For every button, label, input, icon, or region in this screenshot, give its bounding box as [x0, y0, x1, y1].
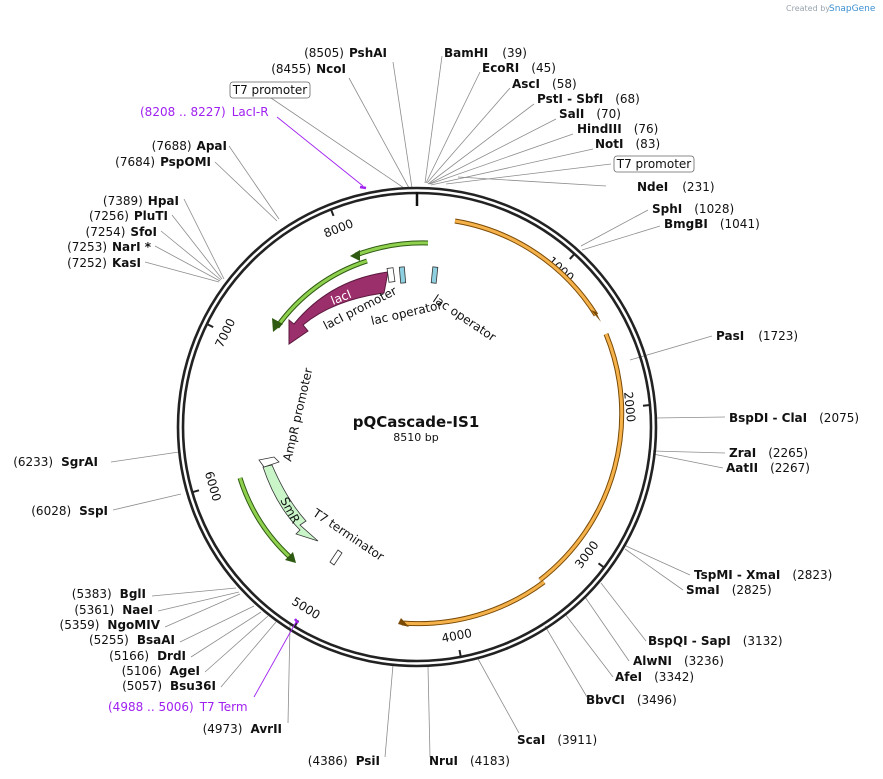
- enzyme-label-alwni[interactable]: AlwNI(3236): [633, 654, 724, 668]
- t7-terminator-glyph: [329, 549, 343, 566]
- lac-operator-label-right: lac operator: [430, 292, 498, 344]
- enzyme-label-apai[interactable]: (7688)ApaI: [152, 139, 227, 153]
- enzyme-label-ndei[interactable]: NdeI(231): [637, 180, 715, 194]
- enzyme-label-noti[interactable]: NotI(83): [595, 137, 660, 151]
- t7-promoter-label-right: T7 promoter: [616, 157, 692, 171]
- enzyme-label-avrii[interactable]: (4973)AvrII: [203, 722, 282, 736]
- tick-mark-3000: [597, 562, 605, 569]
- laci-promoter-glyph: [386, 267, 396, 283]
- enzyme-label-zrai[interactable]: ZraI(2265): [729, 446, 808, 460]
- enzyme-label-pspomi[interactable]: (7684)PspOMI: [115, 155, 211, 169]
- enzyme-label-ncoi[interactable]: (8455)NcoI: [271, 62, 346, 76]
- enzyme-label-psti-sbfi[interactable]: PstI - SbfI(68): [537, 92, 640, 106]
- ampr-promoter-label: AmpR promoter: [280, 367, 315, 463]
- enzyme-label-pluti[interactable]: (7256)PluTI: [89, 209, 168, 223]
- enzyme-label-tspmi-xmai[interactable]: TspMI - XmaI(2823): [694, 568, 832, 582]
- orange-feature-arc-edge-2: [538, 333, 625, 582]
- enzyme-label-naei[interactable]: (5361)NaeI: [74, 603, 153, 617]
- enzyme-label-bgli[interactable]: (5383)BglI: [72, 587, 146, 601]
- enzyme-label-sphi[interactable]: SphI(1028): [652, 202, 734, 216]
- plasmid-size: 8510 bp: [393, 431, 438, 444]
- orange-feature-arc-3: [401, 580, 545, 626]
- enzyme-label-afei[interactable]: AfeI(3342): [615, 670, 694, 684]
- enzyme-labels-left: (8505)PshAI (8455)NcoI (7688)ApaI (7684)…: [13, 46, 387, 768]
- enzyme-label-sspi[interactable]: (6028)SspI: [31, 504, 108, 518]
- green-feature-lowerleft: [238, 477, 294, 561]
- enzyme-label-aatii[interactable]: AatII(2267): [726, 461, 810, 475]
- laci-arrow: [288, 271, 389, 345]
- enzyme-label-nrui[interactable]: NruI(4183): [429, 754, 510, 768]
- enzyme-label-sali[interactable]: SalI(70): [559, 107, 621, 121]
- enzyme-label-drdi[interactable]: (5166)DrdI: [109, 649, 186, 663]
- enzyme-label-bbvci[interactable]: BbvCI(3496): [586, 693, 677, 707]
- green-feature-upperleft: [275, 259, 368, 328]
- tick-label-7000: 7000: [212, 316, 238, 350]
- enzyme-label-bspqi-sapi[interactable]: BspQI - SapI(3132): [648, 634, 783, 648]
- tick-mark-1000: [569, 253, 576, 260]
- enzyme-label-srgai[interactable]: (6233)SgrAI: [13, 455, 98, 469]
- created-by-text: Created by: [786, 4, 830, 13]
- plasmid-name: pQCascade-IS1: [353, 413, 480, 431]
- orange-feature-arc-2: [539, 333, 624, 582]
- primer-label-t7-term[interactable]: (4988 .. 5006)T7 Term: [108, 700, 248, 714]
- enzyme-label-ngomiv[interactable]: (5359)NgoMIV: [60, 618, 161, 632]
- smr-label: SmR: [277, 495, 302, 526]
- enzyme-label-bamhi[interactable]: BamHI(39): [444, 46, 527, 60]
- enzyme-label-asci[interactable]: AscI(58): [512, 77, 577, 91]
- enzyme-label-bspdi-clai[interactable]: BspDI - ClaI(2075): [729, 411, 859, 425]
- enzyme-label-nari[interactable]: (7253)NarI *: [67, 240, 152, 254]
- orange-arrowhead-2: [536, 576, 545, 589]
- tick-label-2000: 2000: [621, 391, 638, 423]
- tick-mark-8000: [330, 209, 335, 217]
- enzyme-label-bsaai[interactable]: (5255)BsaAI: [89, 633, 175, 647]
- t7-terminator-label: T7 terminator: [309, 505, 386, 563]
- enzyme-label-bmgbi[interactable]: BmgBI(1041): [664, 217, 760, 231]
- t7-promoter-box-left: [229, 81, 311, 99]
- orange-arrowhead-3: [398, 618, 409, 627]
- enzyme-label-ecori[interactable]: EcoRI(45): [482, 61, 556, 75]
- enzyme-label-kasi[interactable]: (7252)KasI: [67, 256, 141, 270]
- orange-feature-arc-edge: [454, 218, 599, 317]
- tick-label-4000: 4000: [440, 626, 473, 645]
- lac-operator-glyph-left: [398, 266, 407, 284]
- tick-label-5000: 5000: [289, 594, 322, 622]
- enzyme-label-bsu36i[interactable]: (5057)Bsu36I: [122, 679, 216, 693]
- smr-arrow: [262, 464, 319, 542]
- ampr-promoter-glyph: [258, 456, 280, 468]
- laci-r-mark: [359, 185, 367, 190]
- green-arrowhead-upperleft: [272, 318, 283, 332]
- enzyme-label-hindiii[interactable]: HindIII(76): [577, 122, 658, 136]
- enzyme-label-agei[interactable]: (5106)AgeI: [122, 664, 200, 678]
- t7-term-mark: [294, 618, 299, 624]
- orange-feature-arc-1: [454, 219, 598, 316]
- green-arrowhead-lowerleft: [285, 552, 296, 563]
- enzyme-label-pasi[interactable]: PasI(1723): [716, 329, 798, 343]
- green-arrowhead-top: [350, 250, 360, 261]
- tick-mark-6000: [192, 489, 200, 494]
- enzyme-label-sfoi[interactable]: (7254)SfoI: [86, 225, 157, 239]
- enzyme-label-pshai[interactable]: (8505)PshAI: [304, 46, 387, 60]
- enzyme-label-hpai[interactable]: (7389)HpaI: [103, 194, 179, 208]
- t7-term-leader: [253, 621, 297, 698]
- laci-r-leader: [276, 116, 364, 187]
- backbone-outer: [176, 186, 658, 668]
- enzyme-label-scai[interactable]: ScaI(3911): [517, 733, 597, 747]
- snapgene-logo-text: SnapGene: [829, 4, 876, 14]
- lac-operator-glyph-right: [430, 266, 439, 284]
- orange-arrowhead-1: [591, 310, 601, 322]
- tick-mark-4000: [458, 649, 462, 658]
- enzyme-labels-right: BamHI(39) EcoRI(45) AscI(58) PstI - SbfI…: [429, 46, 859, 768]
- leader-lines: [110, 55, 726, 758]
- tick-label-8000: 8000: [322, 216, 356, 240]
- green-feature-top: [355, 241, 429, 257]
- t7-promoter-label-left: T7 promoter: [232, 83, 308, 97]
- enzyme-label-smai[interactable]: SmaI(2825): [686, 583, 772, 597]
- primer-label-laci-r[interactable]: (8208 .. 8227)LacI-R: [140, 105, 269, 119]
- tick-mark-2000: [642, 404, 651, 407]
- tick-mark-7000: [206, 323, 214, 328]
- t7-promoter-box-right: [613, 155, 695, 173]
- enzyme-label-psii[interactable]: (4386)PsiI: [308, 754, 380, 768]
- tick-label-6000: 6000: [202, 470, 224, 503]
